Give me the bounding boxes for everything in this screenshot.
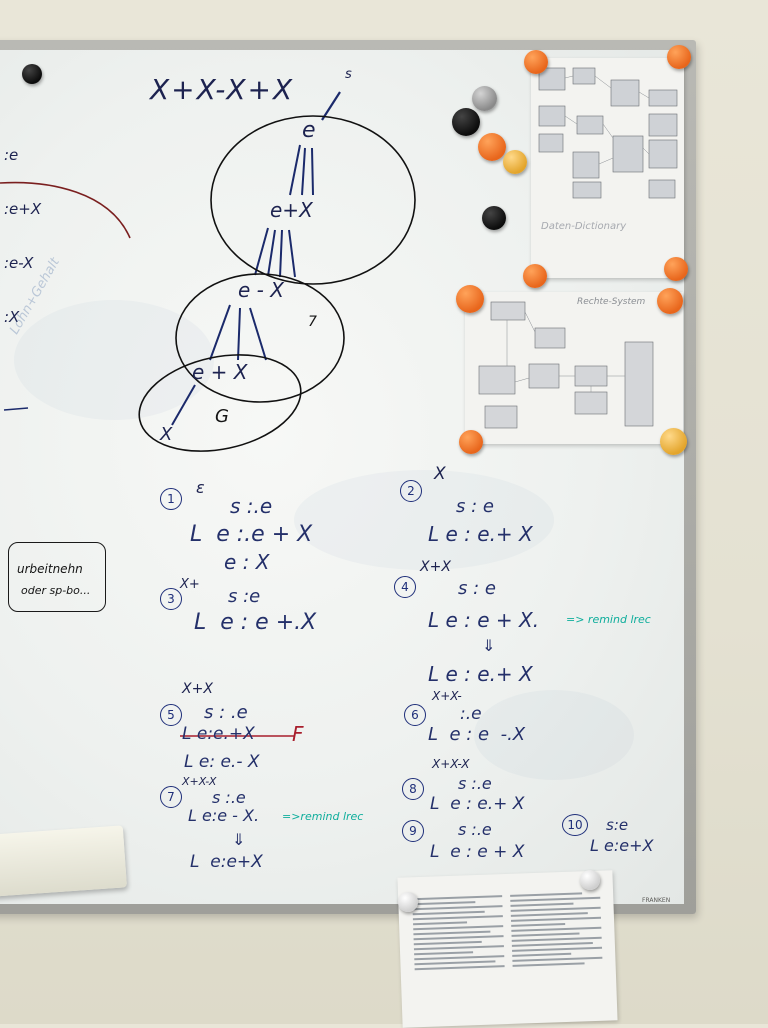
grammar-rule: :e-X (4, 254, 34, 272)
step-line: L e : e + X (430, 842, 525, 862)
step-line: s:e (606, 816, 629, 834)
step-number: 8 (402, 778, 424, 800)
step-input: X+X-X (432, 757, 470, 771)
step-line: s : e (458, 578, 496, 599)
step-number: 5 (160, 704, 182, 726)
loop-label: 7 (308, 314, 317, 330)
magnet (22, 64, 42, 84)
step-input: X+X (420, 559, 451, 575)
step-line: L e : e + X. (428, 608, 540, 632)
magnet (472, 86, 497, 111)
magnet (657, 288, 683, 314)
step-input: ε (196, 478, 205, 497)
step-number: 2 (400, 480, 422, 502)
step-input: X (434, 464, 446, 484)
magnet (482, 206, 506, 230)
tree-root-symbol: s (345, 67, 352, 82)
step-line: L e : e.+ X (428, 662, 533, 686)
step-line: L e:e+X (190, 852, 263, 872)
fail-mark: F (292, 722, 304, 746)
step-3: 3 X+ s :e L e : e +.X (160, 578, 316, 634)
smudge (294, 470, 554, 570)
step-line: s :.e (458, 820, 492, 839)
grammar-list: :e :e+X :e-X :X (4, 110, 41, 344)
whiteboard-eraser (0, 825, 127, 897)
arrow-down: ⇓ (232, 830, 246, 849)
tree-node: X (160, 424, 173, 445)
document-text-lines (510, 889, 603, 970)
rights-system-paper: Rechte-System (465, 292, 683, 444)
step-line: L e : e.+ X (428, 522, 533, 546)
step-line-struck: L e:e.+X (182, 724, 255, 744)
step-line: s : e (456, 496, 494, 517)
magnet (664, 257, 688, 281)
step-line: L e:e - X. (188, 806, 260, 825)
step-number: 3 (160, 588, 182, 610)
step-line: L e : e +.X (194, 610, 317, 635)
magnet (524, 50, 548, 74)
tree-node: e - X (238, 278, 284, 302)
document-text-lines (412, 892, 505, 973)
magnet (503, 150, 527, 174)
magnet (456, 285, 484, 313)
step-number: 10 (562, 814, 588, 836)
step-number: 4 (394, 576, 416, 598)
step-input: X+X-X (182, 775, 217, 788)
remind-note: =>remind lrec (282, 810, 364, 823)
magnet (660, 428, 687, 455)
step-line: L e: e.- X (184, 752, 260, 772)
arrow-down: ⇓ (482, 636, 496, 655)
tree-node: e + X (192, 360, 248, 384)
step-input: X+X (182, 681, 213, 697)
boxed-note-line: urbeitnehn (17, 562, 83, 576)
boxed-note: urbeitnehn oder sp-bo... (8, 542, 106, 612)
step-line: L e:e+X (590, 836, 654, 855)
step-line: :.e (460, 704, 482, 724)
magnet (459, 430, 483, 454)
pinned-document (397, 870, 618, 1028)
paper-caption: Rechte-System (577, 297, 646, 307)
grammar-rule: :e (4, 146, 19, 164)
step-number: 1 (160, 488, 182, 510)
step-line: L e :.e + X (190, 522, 313, 547)
step-input: X+X- (432, 689, 462, 703)
step-line: s : .e (204, 702, 248, 723)
data-dictionary-paper: Daten-Dictionary (531, 58, 684, 278)
step-line: s :.e (458, 774, 492, 793)
step-line: L e : e.+ X (430, 794, 525, 814)
magnet (478, 133, 506, 161)
step-input: X+ (180, 577, 200, 592)
step-line: s :e (228, 586, 261, 607)
magnet (452, 108, 480, 136)
paper-caption: Daten-Dictionary (541, 221, 627, 232)
loop-label: G (215, 406, 229, 427)
er-diagram (538, 67, 678, 199)
boxed-note-line: oder sp-bo... (21, 584, 91, 597)
grammar-rule: :e+X (4, 200, 42, 218)
grammar-rule: :X (4, 308, 20, 326)
remind-note: => remind lrec (566, 613, 651, 626)
tree-node: e (302, 118, 316, 143)
step-line: s :.e (212, 788, 246, 807)
title-expression: X+X-X+X (150, 73, 295, 106)
magnet (398, 892, 418, 912)
step-line: e : X (224, 550, 270, 574)
tree-node: e+X (270, 198, 313, 222)
frame-brand-label: FRANKEN (642, 897, 671, 904)
magnet (523, 264, 547, 288)
smudge (474, 690, 634, 780)
magnet (580, 870, 600, 890)
step-number: 6 (404, 704, 426, 726)
step-line: L e : e -.X (428, 724, 526, 745)
step-number: 9 (402, 820, 424, 842)
step-line: s :.e (230, 494, 273, 518)
magnet (667, 45, 691, 69)
er-diagram (478, 301, 654, 429)
step-1: 1 ε s :.e L e :.e + X e : X (160, 480, 312, 572)
step-number: 7 (160, 786, 182, 808)
